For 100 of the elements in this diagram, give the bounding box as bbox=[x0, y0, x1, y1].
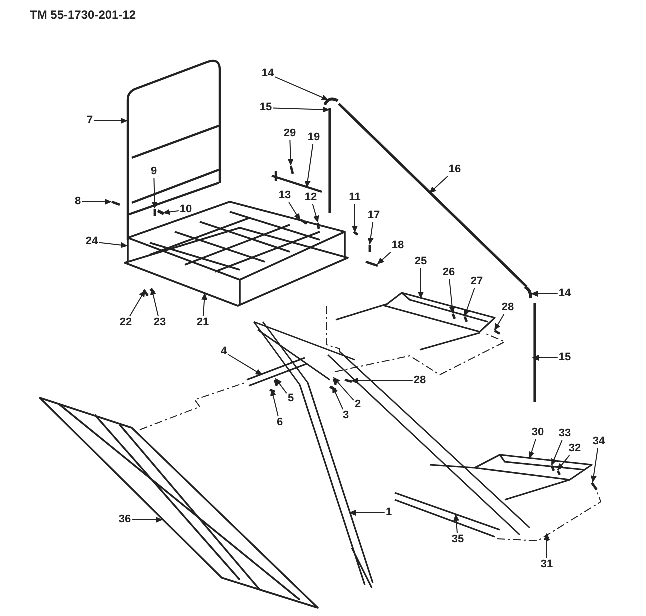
leader-line bbox=[429, 176, 448, 194]
callout-number: 15 bbox=[260, 102, 272, 114]
callout-number: 26 bbox=[442, 268, 456, 278]
rod bbox=[338, 103, 528, 288]
leader-line bbox=[98, 242, 128, 248]
bolt bbox=[544, 534, 550, 542]
leader-line bbox=[272, 106, 330, 113]
callout-number: 27 bbox=[470, 276, 484, 288]
leader-line bbox=[532, 355, 558, 361]
post bbox=[328, 108, 332, 213]
step-deck bbox=[429, 454, 593, 501]
callout-number: 32 bbox=[568, 444, 582, 454]
callout-number: 13 bbox=[278, 190, 292, 202]
callout-number: 14 bbox=[558, 288, 572, 300]
crossbar bbox=[246, 357, 308, 387]
leader-line bbox=[454, 514, 460, 534]
bolt bbox=[329, 386, 337, 392]
callout-number: 21 bbox=[196, 318, 210, 328]
washer bbox=[157, 210, 165, 216]
callout-number: 10 bbox=[180, 204, 192, 216]
callout-number: 25 bbox=[414, 256, 428, 268]
post bbox=[534, 303, 536, 402]
leader-line bbox=[333, 377, 354, 401]
leader-line bbox=[288, 202, 301, 221]
callout-number: 1 bbox=[386, 508, 392, 518]
leader-line bbox=[150, 288, 159, 317]
leader-line bbox=[418, 268, 424, 299]
bolt bbox=[112, 200, 120, 206]
leader-line bbox=[312, 204, 320, 223]
leader-line bbox=[274, 76, 329, 100]
callout-number: 4 bbox=[220, 346, 228, 358]
leader-line bbox=[377, 252, 392, 265]
callout-number: 15 bbox=[558, 352, 572, 364]
assembly-line bbox=[326, 306, 340, 354]
callout-number: 36 bbox=[118, 514, 132, 526]
document-number: TM 55-1730-201-12 bbox=[30, 8, 136, 22]
callout-number: 29 bbox=[284, 128, 296, 140]
callout-number: 23 bbox=[154, 318, 166, 328]
leader-line bbox=[557, 455, 570, 471]
callout-number: 12 bbox=[304, 192, 318, 204]
leader-line bbox=[528, 439, 536, 459]
leader-line bbox=[304, 144, 314, 188]
cap bbox=[524, 286, 532, 298]
callout-number: 33 bbox=[558, 428, 572, 440]
leader-line bbox=[552, 440, 563, 466]
callout-number: 11 bbox=[349, 192, 361, 204]
pin bbox=[290, 166, 294, 174]
leader-line bbox=[270, 389, 279, 417]
callout-number: 16 bbox=[448, 164, 462, 176]
callout-number: 28 bbox=[502, 302, 514, 314]
callout-number: 14 bbox=[262, 68, 274, 80]
leader-line bbox=[288, 140, 294, 166]
callout-number: 3 bbox=[342, 410, 350, 422]
pin bbox=[154, 209, 156, 216]
leader-line bbox=[349, 510, 386, 516]
washer bbox=[150, 288, 156, 294]
leader-line bbox=[228, 354, 263, 376]
callout-number: 2 bbox=[354, 400, 362, 410]
callout-number: 9 bbox=[150, 166, 158, 178]
leader-line bbox=[351, 378, 414, 384]
callout-number: 30 bbox=[532, 428, 544, 438]
callout-number: 5 bbox=[288, 394, 294, 404]
ladder-frame bbox=[253, 321, 531, 536]
callout-number: 17 bbox=[368, 210, 380, 222]
callout-number: 7 bbox=[86, 116, 94, 126]
callout-number: 18 bbox=[392, 240, 404, 252]
leader-line bbox=[129, 290, 146, 317]
leader-line bbox=[132, 517, 163, 523]
callout-number: 24 bbox=[86, 236, 98, 248]
leader-line bbox=[531, 291, 558, 297]
leader-line bbox=[449, 279, 456, 314]
leader-line bbox=[163, 209, 180, 216]
callout-number: 31 bbox=[540, 560, 554, 570]
assembly-line bbox=[496, 490, 602, 542]
callout-number: 22 bbox=[120, 318, 132, 328]
leader-line bbox=[464, 288, 476, 317]
leader-line bbox=[590, 448, 598, 483]
callout-number: 6 bbox=[276, 418, 284, 428]
step-deck bbox=[335, 292, 496, 351]
guardrail bbox=[126, 60, 222, 242]
leader-line bbox=[94, 118, 128, 124]
callout-number: 19 bbox=[308, 132, 320, 144]
callout-number: 28 bbox=[414, 376, 426, 386]
assembly-line bbox=[334, 332, 506, 376]
leader-line bbox=[544, 533, 550, 559]
callout-number: 34 bbox=[592, 436, 606, 448]
cap bbox=[324, 98, 339, 106]
bracket bbox=[591, 482, 598, 491]
leader-line bbox=[494, 314, 505, 331]
leader-line bbox=[152, 178, 158, 209]
leader-line bbox=[332, 386, 344, 410]
assembly-line bbox=[140, 382, 246, 430]
leader-line bbox=[368, 222, 374, 245]
pole bbox=[299, 382, 374, 589]
callout-number: 8 bbox=[74, 196, 82, 208]
leader-line bbox=[275, 378, 288, 394]
leader-line bbox=[82, 199, 112, 205]
leader-line bbox=[352, 204, 358, 233]
platform-frame bbox=[127, 201, 346, 305]
callout-number: 35 bbox=[452, 534, 464, 546]
